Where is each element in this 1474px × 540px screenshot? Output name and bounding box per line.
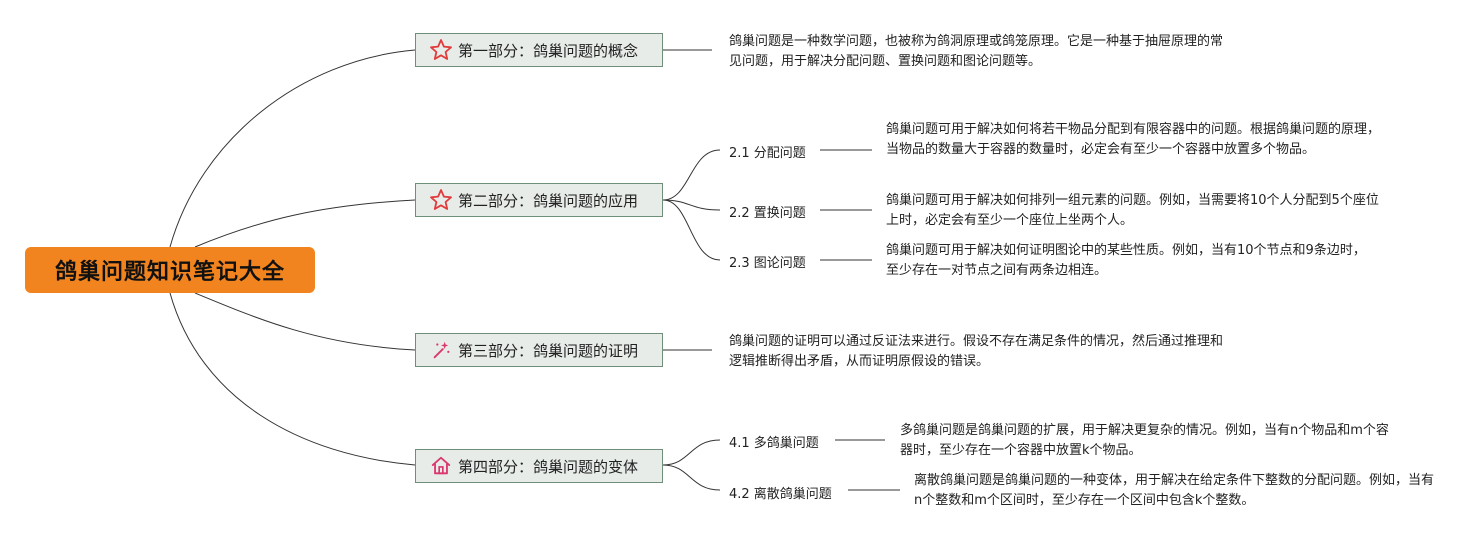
branch-label: 第四部分：鸽巢问题的变体: [458, 457, 639, 476]
home-icon: [428, 453, 454, 479]
branch-desc: 鸽巢问题的证明可以通过反证法来进行。假设不存在满足条件的情况，然后通过推理和逻辑…: [729, 334, 1224, 369]
sub-desc: 鸽巢问题可用于解决如何排列一组元素的问题。例如，当需要将10个人分配到5个座位上…: [886, 193, 1379, 228]
root-title: 鸽巢问题知识笔记大全: [54, 260, 285, 285]
branch-label: 第三部分：鸽巢问题的证明: [458, 341, 639, 360]
star-icon: [428, 37, 454, 63]
branch-label: 第二部分：鸽巢问题的应用: [458, 191, 639, 210]
sub-topic[interactable]: 2.2 置换问题: [729, 206, 806, 221]
sub-desc: 多鸽巢问题是鸽巢问题的扩展，用于解决更复杂的情况。例如，当有n个物品和m个容器时…: [900, 423, 1389, 458]
sub-topic[interactable]: 4.2 离散鸽巢问题: [729, 487, 832, 502]
magic-wand-icon: [428, 337, 454, 363]
branch-proof[interactable]: 第三部分：鸽巢问题的证明: [415, 333, 663, 367]
sub-desc: 离散鸽巢问题是鸽巢问题的一种变体，用于解决在给定条件下整数的分配问题。例如，当有…: [914, 473, 1435, 508]
root-topic[interactable]: 鸽巢问题知识笔记大全: [25, 247, 315, 293]
branch-application[interactable]: 第二部分：鸽巢问题的应用: [415, 183, 663, 217]
branch-label: 第一部分：鸽巢问题的概念: [458, 41, 639, 60]
sub-desc: 鸽巢问题可用于解决如何将若干物品分配到有限容器中的问题。根据鸽巢问题的原理，当物…: [886, 122, 1381, 157]
branch-variants[interactable]: 第四部分：鸽巢问题的变体: [415, 449, 663, 483]
star-icon: [428, 187, 454, 213]
sub-topic[interactable]: 2.3 图论问题: [729, 256, 806, 271]
branch-desc: 鸽巢问题是一种数学问题，也被称为鸽洞原理或鸽笼原理。它是一种基于抽屉原理的常见问…: [729, 34, 1224, 69]
sub-topic[interactable]: 2.1 分配问题: [729, 146, 806, 161]
branch-concept[interactable]: 第一部分：鸽巢问题的概念: [415, 33, 663, 67]
sub-desc: 鸽巢问题可用于解决如何证明图论中的某些性质。例如，当有10个节点和9条边时，至少…: [886, 243, 1366, 278]
sub-topic[interactable]: 4.1 多鸽巢问题: [729, 436, 819, 451]
